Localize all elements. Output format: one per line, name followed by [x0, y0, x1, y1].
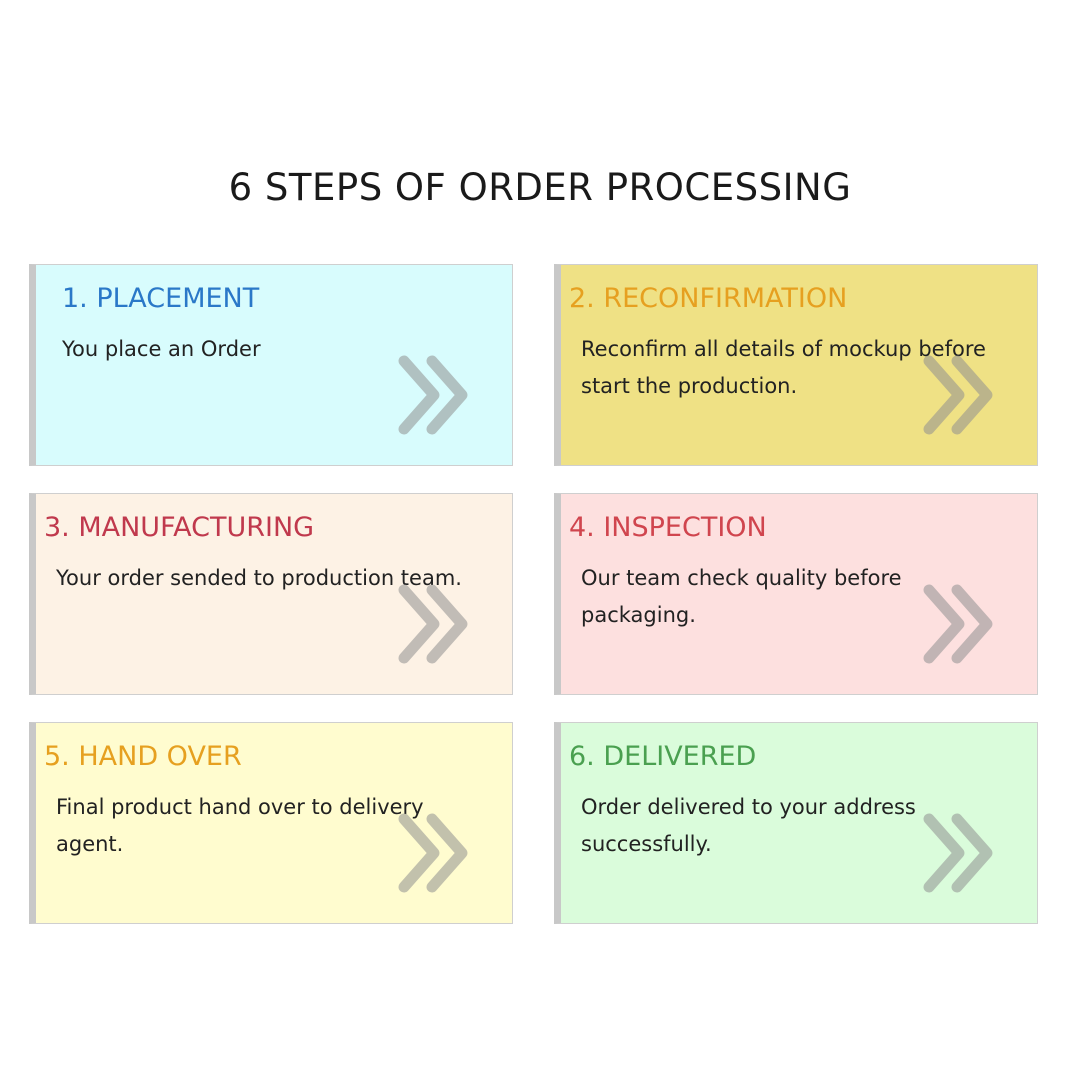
step-title: 1. PLACEMENT	[62, 283, 260, 314]
chevron-double-right-icon	[923, 355, 993, 435]
step-description: Reconfirm all details of mockup before s…	[581, 337, 986, 398]
step-card-placement: 1. PLACEMENT You place an Order	[29, 264, 513, 466]
step-description: Your order sended to production team.	[56, 566, 462, 590]
step-card-hand-over: 5. HAND OVER Final product hand over to …	[29, 722, 513, 924]
step-description: You place an Order	[62, 337, 261, 361]
step-description: Final product hand over to delivery agen…	[56, 795, 424, 856]
step-title: 5. HAND OVER	[44, 741, 242, 772]
step-card-delivered: 6. DELIVERED Order delivered to your add…	[554, 722, 1038, 924]
page-title: 6 STEPS OF ORDER PROCESSING	[228, 166, 852, 209]
chevron-double-right-icon	[398, 584, 468, 664]
step-title: 3. MANUFACTURING	[44, 512, 315, 543]
step-title: 6. DELIVERED	[569, 741, 757, 772]
step-description: Order delivered to your address successf…	[581, 795, 916, 856]
chevron-double-right-icon	[398, 355, 468, 435]
chevron-double-right-icon	[923, 813, 993, 893]
step-card-manufacturing: 3. MANUFACTURING Your order sended to pr…	[29, 493, 513, 695]
chevron-double-right-icon	[923, 584, 993, 664]
step-title: 4. INSPECTION	[569, 512, 767, 543]
step-card-inspection: 4. INSPECTION Our team check quality bef…	[554, 493, 1038, 695]
step-description: Our team check quality before packaging.	[581, 566, 902, 627]
step-title: 2. RECONFIRMATION	[569, 283, 848, 314]
step-card-reconfirmation: 2. RECONFIRMATION Reconfirm all details …	[554, 264, 1038, 466]
chevron-double-right-icon	[398, 813, 468, 893]
